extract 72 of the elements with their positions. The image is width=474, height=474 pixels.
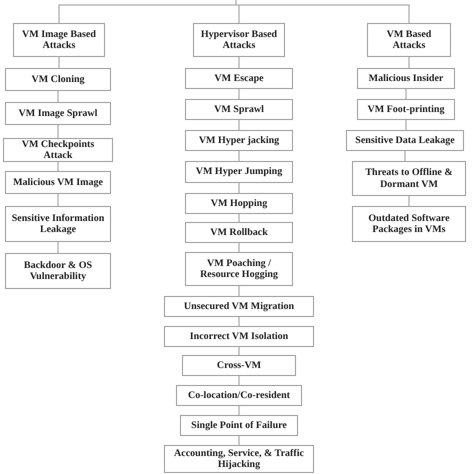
attack-label: Threats to Offline & Dormant VM — [364, 167, 454, 190]
connector-line — [238, 376, 240, 386]
connector-line — [238, 88, 240, 100]
attack-box — [185, 222, 293, 243]
attack-box — [185, 68, 293, 89]
connector-line — [238, 316, 240, 326]
attack-label: Malicious Insider — [368, 72, 444, 84]
attack-label: VM Hopping — [210, 198, 268, 210]
connector-line — [238, 406, 240, 416]
attack-box — [5, 102, 111, 125]
connector-line — [238, 346, 240, 356]
attack-label: VM Rollback — [210, 226, 268, 238]
attack-box — [357, 99, 455, 120]
attack-box — [3, 138, 113, 162]
attack-label: VM Image Based Attacks — [21, 28, 97, 52]
attack-box — [185, 99, 293, 120]
attack-box — [180, 415, 298, 436]
attack-box — [185, 252, 293, 286]
attack-label: VM Sprawl — [214, 104, 264, 116]
attack-label: VM Escape — [214, 72, 264, 84]
attack-label: VM Poaching / Resource Hogging — [199, 258, 279, 280]
attack-label: Single Point of Failure — [191, 420, 287, 432]
attack-label: Unsecured VM Migration — [184, 300, 294, 312]
attack-box — [193, 23, 285, 57]
attack-label: Accounting, Service, & Traffic Hijacking — [173, 448, 305, 470]
attack-box — [367, 23, 451, 57]
attack-label: VM Cloning — [31, 74, 85, 86]
attack-box — [5, 206, 111, 242]
attack-label: VM Foot-printing — [368, 104, 444, 116]
attack-box — [357, 68, 455, 89]
connector-line — [408, 56, 410, 68]
attack-box — [13, 23, 105, 57]
connector-line — [408, 196, 410, 206]
attack-box — [5, 171, 111, 194]
connector-line — [238, 286, 240, 296]
attack-box — [182, 355, 296, 376]
attack-box — [352, 206, 466, 242]
attack-label: Sensitive Data Leakage — [355, 134, 455, 146]
connector-line — [238, 436, 240, 446]
connector-line — [238, 242, 240, 252]
connector-line — [238, 182, 240, 194]
attack-label: VM Image Sprawl — [18, 108, 98, 120]
attack-label: Co-location/Co-resident — [188, 390, 290, 402]
attack-label: VM Checkpoints Attack — [20, 138, 96, 162]
attack-label: Hypervisor Based Attacks — [200, 28, 278, 52]
attack-box — [5, 68, 111, 91]
connector-line — [238, 120, 240, 130]
attack-box — [185, 193, 293, 214]
connector-line — [236, 0, 410, 24]
attack-label: Sensitive Information Leakage — [10, 212, 106, 236]
connector-line — [58, 56, 60, 68]
attack-box — [164, 296, 314, 317]
attack-label: Backdoor & OS Vulnerability — [22, 260, 94, 282]
attack-label: Malicious VM Image — [13, 176, 103, 188]
attack-label: Cross-VM — [216, 360, 262, 372]
attack-box — [346, 130, 464, 151]
attack-box — [176, 385, 302, 406]
connector-line — [238, 56, 240, 68]
attack-label: VM Based Attacks — [386, 28, 432, 52]
attack-box — [5, 253, 111, 289]
attack-box — [185, 130, 293, 151]
attack-label: VM Hyper Jumping — [196, 166, 282, 178]
attack-label: VM Hyper jacking — [198, 134, 280, 146]
connector-line — [238, 150, 240, 162]
connector-line — [404, 150, 406, 162]
connector-line — [238, 214, 240, 222]
attack-label: Incorrect VM Isolation — [190, 330, 288, 342]
attack-box — [164, 326, 314, 347]
attack-label: Outdated Software Packages in VMs — [367, 212, 451, 236]
attack-box — [164, 445, 314, 473]
attack-box — [185, 161, 293, 183]
attack-box — [352, 161, 466, 196]
